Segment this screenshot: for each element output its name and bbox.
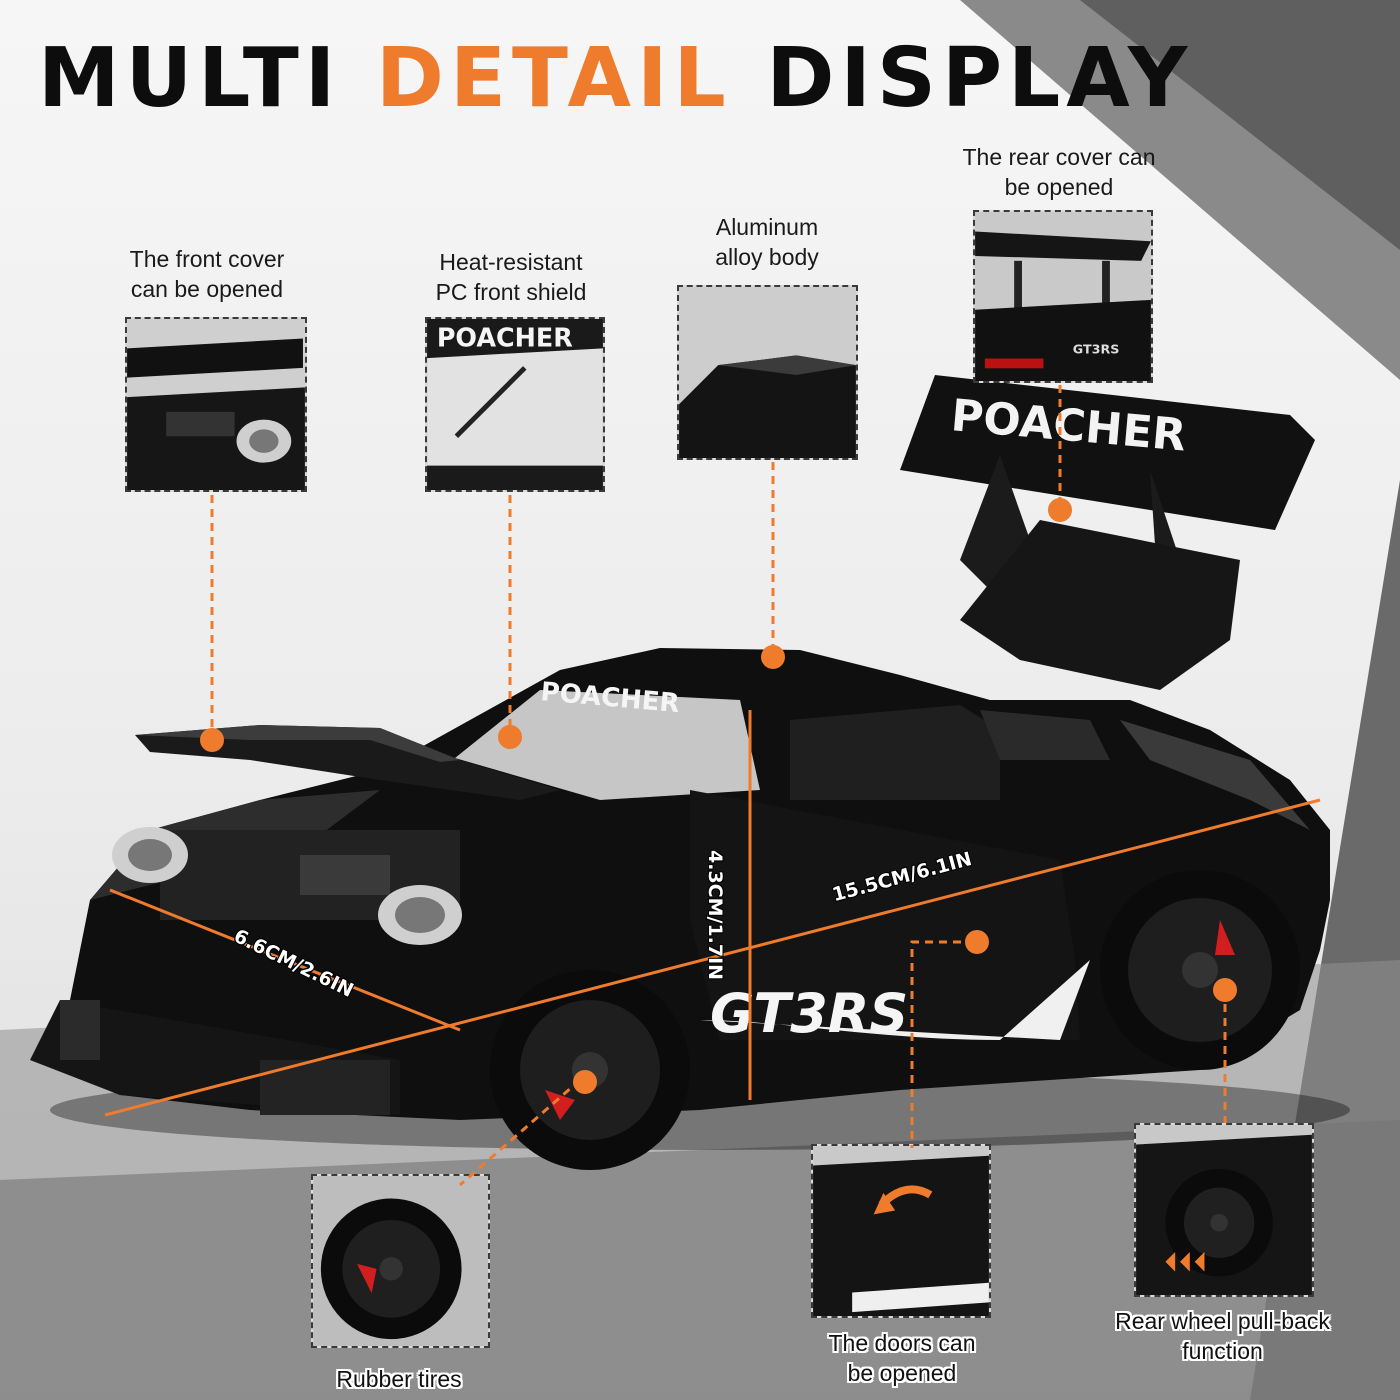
headline-word-multi: MULTI (38, 31, 342, 126)
inset-pullback (1134, 1123, 1314, 1297)
inset-rear-cover: GT3RS (973, 210, 1153, 383)
dimension-height: 4.3CM/1.7IN (704, 850, 726, 981)
inset-body (677, 285, 858, 460)
svg-text:GT3RS: GT3RS (1073, 342, 1120, 357)
label-front-shield-line2: PC front shield (435, 279, 587, 305)
svg-text:POACHER: POACHER (437, 322, 573, 352)
label-tires-line1: Rubber tires (336, 1366, 462, 1392)
label-doors: The doors can be opened (787, 1328, 1017, 1388)
label-pullback-line2: function (1182, 1338, 1263, 1364)
label-body-line1: Aluminum (715, 214, 819, 240)
inset-doors (811, 1144, 991, 1318)
label-front-shield: Heat-resistant PC front shield (396, 247, 626, 307)
label-rear-cover-line2: be opened (1004, 174, 1114, 200)
inset-tires (311, 1174, 490, 1348)
label-front-cover: The front cover can be opened (92, 244, 322, 304)
label-tires: Rubber tires (284, 1364, 514, 1394)
label-rear-cover: The rear cover can be opened (944, 142, 1174, 202)
label-doors-line1: The doors can (828, 1330, 976, 1356)
inset-front-shield: POACHER (425, 317, 605, 492)
label-front-cover-line2: can be opened (130, 276, 284, 302)
label-pullback: Rear wheel pull-back function (1090, 1306, 1355, 1366)
headline-word-detail: DETAIL (375, 31, 732, 126)
label-rear-cover-line1: The rear cover can (962, 144, 1156, 170)
label-body: Aluminum alloy body (652, 212, 882, 272)
inset-front-cover (125, 317, 307, 492)
headline-word-display: DISPLAY (766, 31, 1194, 126)
label-front-cover-line1: The front cover (129, 246, 285, 272)
headline: MULTI DETAIL DISPLAY (38, 38, 1193, 120)
label-doors-line2: be opened (847, 1360, 957, 1386)
label-pullback-line1: Rear wheel pull-back (1115, 1308, 1330, 1334)
label-body-line2: alloy body (715, 244, 819, 270)
label-front-shield-line1: Heat-resistant (439, 249, 583, 275)
